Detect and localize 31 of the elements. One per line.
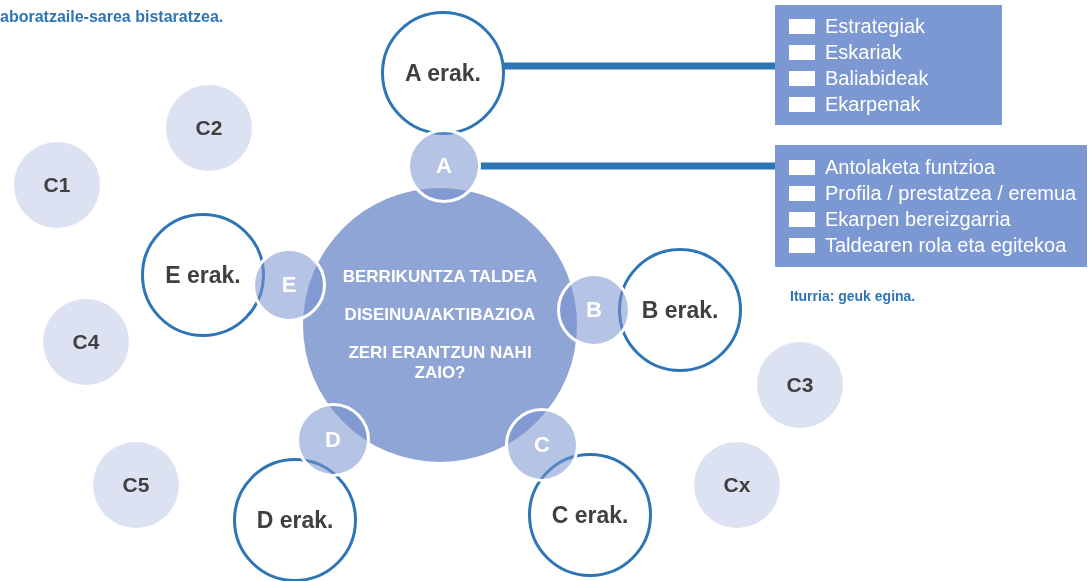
circle-label: C4 (72, 330, 100, 354)
circle-label: C3 (786, 373, 814, 397)
info-panel (775, 5, 1002, 125)
circle-label: C5 (122, 473, 150, 497)
list-item: Ekarpenak (825, 92, 921, 116)
list-item: Ekarpen bereizgarria (825, 207, 1011, 231)
info-panel (775, 145, 1087, 267)
circle-label: B (586, 297, 602, 323)
list-item: Estrategiak (825, 14, 926, 38)
circle-label: C2 (195, 116, 223, 140)
circle-label: BERRIKUNTZA TALDEA (342, 267, 538, 287)
circle-label: ZERI ERANTZUN NAHI ZAIO? (347, 343, 533, 383)
circle-label: D (325, 427, 341, 453)
circle-label: B erak. (641, 296, 719, 324)
list-item: Taldearen rola eta egitekoa (825, 233, 1067, 257)
circle-label: C (534, 432, 550, 458)
source-note: Iturria: geuk egina. (790, 288, 916, 304)
circle-label: D erak. (256, 506, 334, 534)
circle-label: C erak. (551, 501, 629, 529)
diagram-title: aboratzaile-sarea bistaratzea. (0, 8, 224, 26)
circle-label: E erak. (165, 261, 241, 289)
circle-label: E (281, 272, 297, 298)
circle-label: DISEINUA/AKTIBAZIOA (344, 305, 536, 325)
list-item: Baliabideak (825, 66, 929, 90)
circle-label: A erak. (405, 59, 481, 87)
circle-label: C1 (43, 173, 71, 197)
list-item: Eskariak (825, 40, 902, 64)
list-item: Profila / prestatzea / eremua (825, 181, 1077, 205)
circle-label: Cx (723, 473, 751, 497)
circle-label: A (436, 153, 452, 179)
list-item: Antolaketa funtzioa (825, 155, 996, 179)
